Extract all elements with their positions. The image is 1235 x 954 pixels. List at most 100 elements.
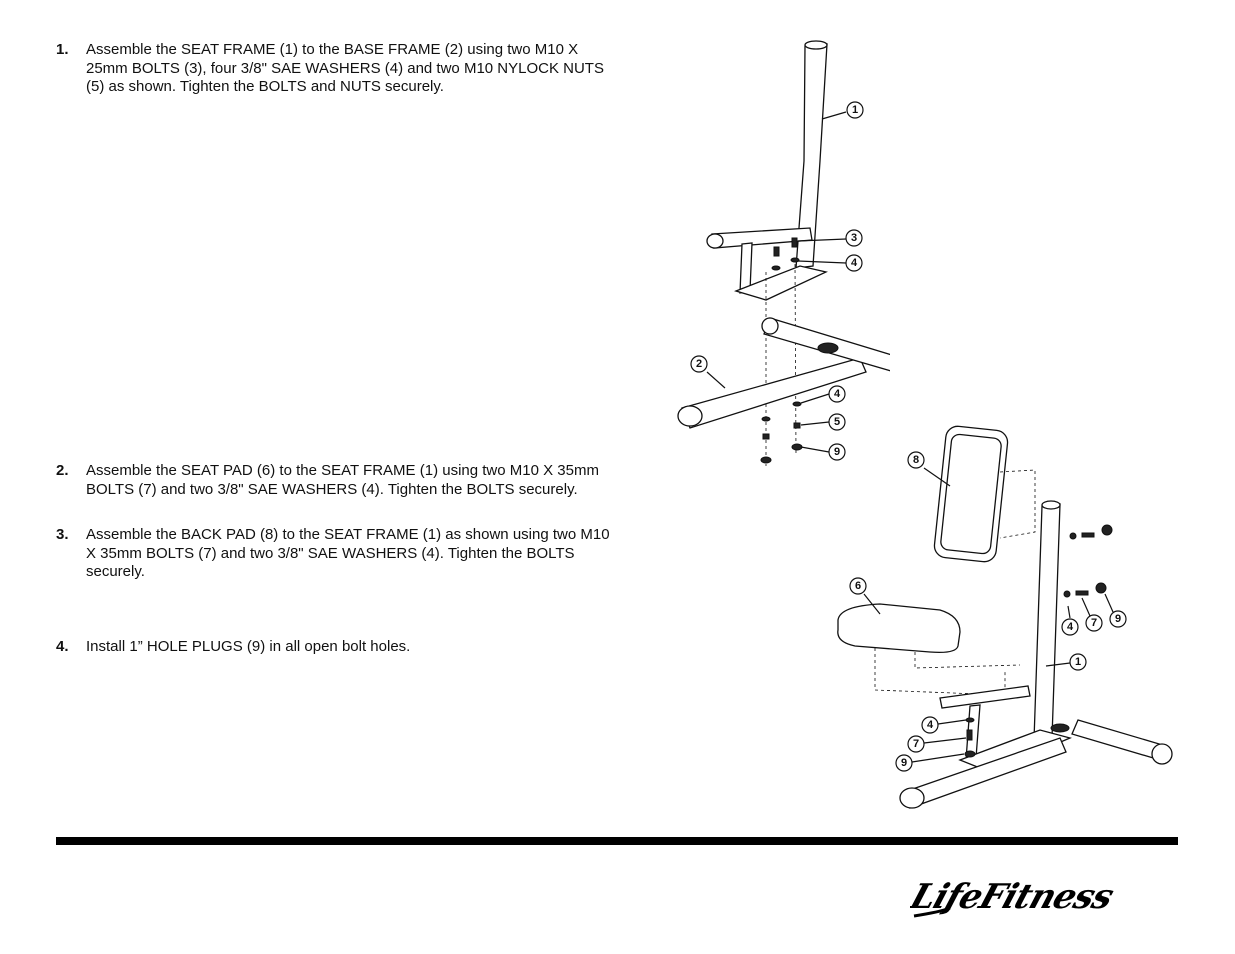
base-frame-foot	[761, 317, 779, 335]
nut-5	[793, 422, 801, 429]
washer-4	[1063, 590, 1071, 598]
step-text: Assemble the SEAT PAD (6) to the SEAT FR…	[86, 462, 599, 498]
callout-1: 1	[846, 101, 864, 119]
base-frame-foot	[899, 787, 925, 809]
svg-text:9: 9	[834, 446, 840, 458]
svg-text:7: 7	[1091, 617, 1097, 629]
hole-plug-9	[964, 750, 976, 758]
svg-text:2: 2	[696, 358, 702, 370]
callout-8: 8	[907, 451, 925, 469]
life-fitness-logo: LifeFitness	[910, 877, 1118, 918]
step-1: 1. Assemble the SEAT FRAME (1) to the BA…	[56, 41, 616, 97]
leader-line	[911, 753, 965, 763]
leader-line	[863, 593, 881, 615]
callout-4: 4	[1061, 618, 1079, 636]
svg-text:7: 7	[913, 738, 919, 750]
step-number: 2.	[56, 462, 69, 479]
logo-swash	[913, 906, 951, 918]
bolt-3	[773, 246, 780, 257]
leader-line	[1081, 597, 1091, 617]
logo-wordmark: LifeFitness	[910, 877, 1118, 917]
base-frame-mount	[817, 342, 839, 354]
bolt-7	[966, 729, 973, 741]
callout-9: 9	[1109, 610, 1127, 628]
svg-text:4: 4	[1067, 621, 1074, 633]
svg-text:4: 4	[851, 257, 858, 269]
washer-4	[792, 401, 802, 407]
alignment-line	[999, 469, 1036, 539]
svg-text:4: 4	[927, 719, 934, 731]
hole-plug-9	[1095, 582, 1107, 594]
leader-line	[800, 446, 830, 453]
step-3: 3. Assemble the BACK PAD (8) to the SEAT…	[56, 526, 616, 582]
callout-9: 9	[828, 443, 846, 461]
seat-frame-post	[1033, 503, 1061, 741]
hole-plug-9	[1101, 524, 1113, 536]
washer-4	[761, 416, 771, 422]
washer-4	[790, 257, 800, 263]
callout-9: 9	[895, 754, 913, 772]
washer-4	[1069, 532, 1077, 540]
step-number: 1.	[56, 41, 69, 58]
leader-line	[923, 737, 967, 744]
seat-frame-arm-end	[706, 233, 724, 249]
callout-2: 2	[690, 355, 708, 373]
svg-text:9: 9	[901, 757, 907, 769]
svg-text:9: 9	[1115, 613, 1121, 625]
svg-text:3: 3	[851, 232, 857, 244]
callout-4: 4	[845, 254, 863, 272]
base-frame-foot	[1151, 743, 1173, 765]
base-frame-foot	[677, 405, 703, 427]
callout-7: 7	[1085, 614, 1103, 632]
alignment-line	[794, 263, 797, 457]
svg-text:8: 8	[913, 454, 919, 466]
leader-line	[937, 719, 967, 725]
step-number: 3.	[56, 526, 69, 543]
step-4: 4. Install 1” HOLE PLUGS (9) in all open…	[56, 638, 616, 657]
base-frame-beam	[903, 737, 1067, 809]
callout-1: 1	[1069, 653, 1087, 671]
seat-pad	[837, 603, 961, 654]
bolt-7	[1081, 532, 1095, 538]
leader-line	[1045, 662, 1071, 667]
bolt-7	[1075, 590, 1089, 596]
step-text: Install 1” HOLE PLUGS (9) in all open bo…	[86, 638, 411, 655]
svg-text:4: 4	[834, 388, 841, 400]
step-text: Assemble the BACK PAD (8) to the SEAT FR…	[86, 526, 610, 580]
leader-line	[800, 421, 830, 426]
bolt-3	[791, 237, 798, 248]
callout-3: 3	[845, 229, 863, 247]
callout-4: 4	[921, 716, 939, 734]
washer-4	[965, 717, 975, 723]
alignment-line	[874, 630, 1006, 696]
step-2: 2. Assemble the SEAT PAD (6) to the SEAT…	[56, 462, 616, 499]
seat-frame-post-top	[804, 40, 828, 50]
hole-plug-9	[791, 443, 803, 451]
leader-line	[706, 371, 726, 389]
leader-line	[1104, 593, 1114, 613]
footer-rule	[56, 837, 1178, 845]
step-number: 4.	[56, 638, 69, 655]
callout-6: 6	[849, 577, 867, 595]
alignment-line	[914, 640, 1021, 669]
callout-7: 7	[907, 735, 925, 753]
assembly-diagram-2: 8 6 4 7 9 1 4 7 9	[837, 425, 1173, 809]
leader-line	[1067, 605, 1071, 619]
nut-5	[762, 433, 770, 440]
assembly-diagram-1: 1 3 4 2 4 5 9	[677, 40, 890, 466]
svg-text:6: 6	[855, 580, 861, 592]
leader-line	[923, 467, 951, 487]
washer-4	[771, 265, 781, 271]
leader-line	[800, 393, 830, 404]
step-text: Assemble the SEAT FRAME (1) to the BASE …	[86, 41, 604, 95]
hole-plug-9	[760, 456, 772, 464]
leader-line	[797, 260, 847, 264]
seat-frame-arm	[939, 685, 1031, 709]
leader-line	[797, 238, 847, 242]
callout-5: 5	[828, 413, 846, 431]
back-pad-inner	[940, 433, 1002, 555]
base-frame-mount	[1050, 723, 1070, 733]
svg-text:1: 1	[1075, 656, 1081, 668]
svg-text:1: 1	[852, 104, 858, 116]
seat-frame-post-top	[1041, 500, 1061, 510]
